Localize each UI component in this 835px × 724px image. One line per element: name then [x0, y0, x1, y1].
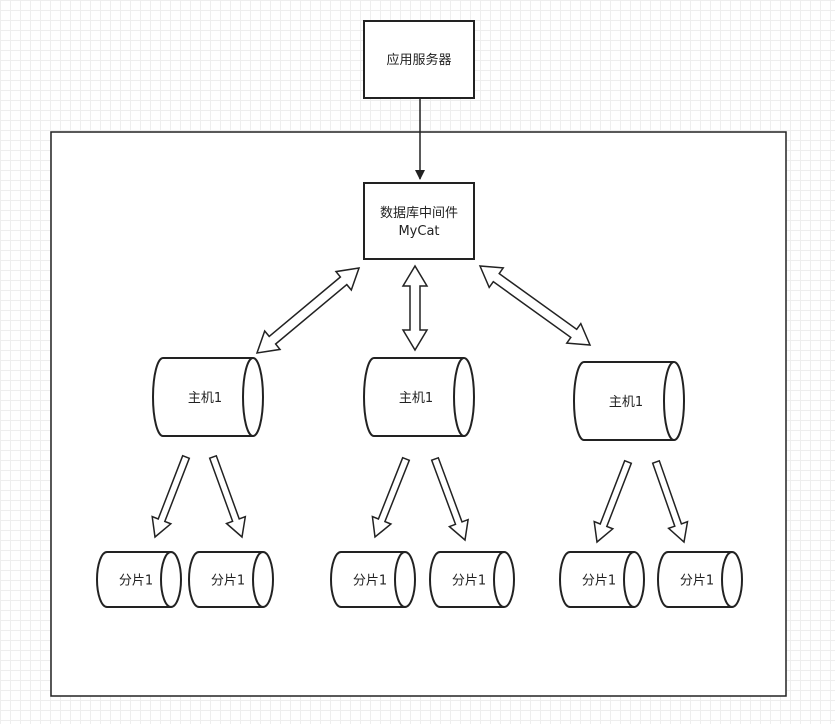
shard-1-2-cylinder-face — [252, 551, 264, 608]
middleware-host1-arrow — [255, 267, 361, 354]
host-3-cylinder-face — [663, 361, 675, 441]
shard-2-1-cylinder-label: 分片1 — [353, 574, 387, 589]
shard-2-1-cylinder-face — [394, 551, 406, 608]
app-server-node[interactable]: 应用服务器 — [363, 20, 475, 99]
middleware-label-line1: 数据库中间件 — [380, 205, 458, 221]
middleware-node[interactable]: 数据库中间件 MyCat — [363, 182, 475, 260]
host-to-shard-arrow-5 — [593, 459, 633, 544]
host-1-cylinder-face — [242, 357, 254, 437]
host-2-cylinder[interactable]: 主机1 — [363, 357, 475, 437]
shard-3-2-cylinder-face — [721, 551, 733, 608]
middleware-host3-arrow — [478, 265, 592, 346]
host-1-cylinder[interactable]: 主机1 — [152, 357, 264, 437]
shard-1-1-cylinder-label: 分片1 — [119, 574, 153, 589]
shard-2-1-cylinder[interactable]: 分片1 — [330, 551, 416, 608]
shard-3-1-cylinder-label: 分片1 — [582, 574, 616, 589]
host-3-cylinder-label: 主机1 — [609, 395, 643, 410]
host-to-shard-arrow-3 — [371, 456, 411, 539]
cylinders-layer: 主机1 主机1 主机1 分片1 分片1 分片1 分片1 分片1 分片1 — [96, 357, 743, 608]
shard-1-2-cylinder[interactable]: 分片1 — [188, 551, 274, 608]
shard-2-2-cylinder-label: 分片1 — [452, 574, 486, 589]
shard-1-1-cylinder-face — [160, 551, 172, 608]
shard-3-2-cylinder[interactable]: 分片1 — [657, 551, 743, 608]
shard-1-1-cylinder[interactable]: 分片1 — [96, 551, 182, 608]
shard-3-2-cylinder-label: 分片1 — [680, 574, 714, 589]
host-1-cylinder-label: 主机1 — [188, 391, 222, 406]
shard-3-1-cylinder-face — [623, 551, 635, 608]
host-to-shard-arrow-6 — [651, 459, 689, 544]
arrows-layer — [151, 264, 689, 544]
host-to-shard-arrow-1 — [151, 454, 191, 539]
app-server-label: 应用服务器 — [386, 52, 451, 68]
host-to-shard-arrow-4 — [430, 456, 470, 542]
host-2-cylinder-face — [453, 357, 465, 437]
shard-2-2-cylinder[interactable]: 分片1 — [429, 551, 515, 608]
shard-3-1-cylinder[interactable]: 分片1 — [559, 551, 645, 608]
middleware-host2-arrow — [401, 264, 429, 352]
shard-1-2-cylinder-label: 分片1 — [211, 574, 245, 589]
host-3-cylinder[interactable]: 主机1 — [573, 361, 685, 441]
shard-2-2-cylinder-face — [493, 551, 505, 608]
host-2-cylinder-label: 主机1 — [399, 391, 433, 406]
middleware-label-line2: MyCat — [398, 224, 439, 239]
host-to-shard-arrow-2 — [208, 454, 247, 539]
